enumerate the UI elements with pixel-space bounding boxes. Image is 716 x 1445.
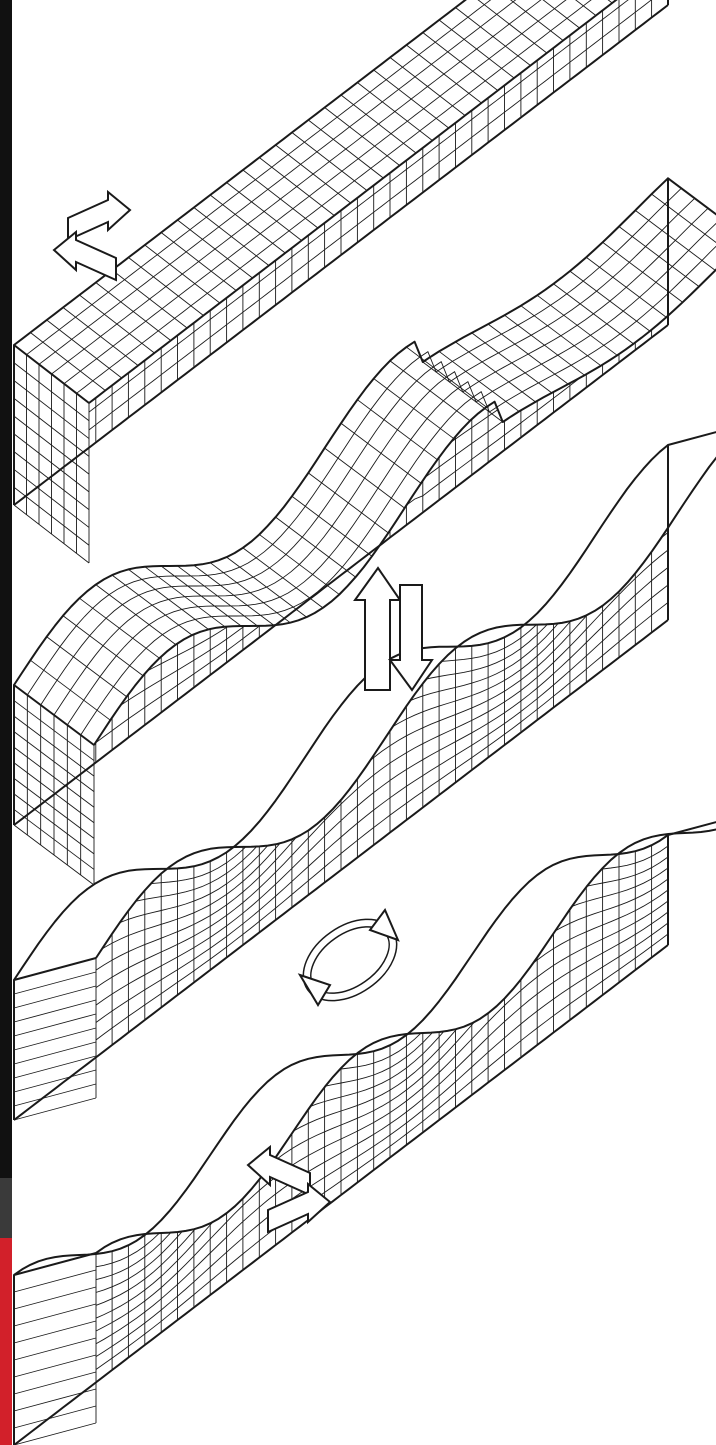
arrow-right [68, 192, 130, 240]
rotation-arrows-icon [293, 908, 406, 1012]
arrow-left [54, 232, 116, 280]
